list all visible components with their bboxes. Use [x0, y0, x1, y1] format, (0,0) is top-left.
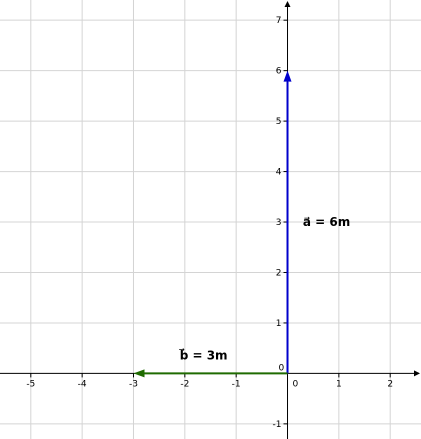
origin-label: 0: [293, 379, 299, 389]
x-tick-label: -3: [129, 379, 138, 389]
x-tick-label: -2: [180, 379, 189, 389]
y-tick-label: -1: [273, 420, 282, 430]
y-tick-label: 4: [276, 168, 282, 178]
x-axis-arrowhead: [414, 370, 420, 377]
x-tick-label: -5: [26, 379, 35, 389]
y-tick-label: 7: [276, 16, 282, 26]
x-tick-label: 1: [336, 379, 342, 389]
y-tick-label: 2: [276, 268, 282, 278]
vector-b: b⃗ = 3m: [133, 349, 288, 378]
y-zero-label: 0: [279, 363, 285, 373]
vector-b-label: b⃗ = 3m: [179, 349, 228, 363]
x-tick-label: -4: [78, 379, 87, 389]
y-tick-label: 1: [276, 319, 282, 329]
y-axis-arrowhead: [284, 1, 291, 7]
y-tick-label: 6: [276, 67, 282, 77]
vector-b-arrowhead: [133, 369, 145, 378]
axis-ticks: -5 -4 -3 -2 -1 1 2 -1 1 2 3 4 5 6 7: [26, 16, 393, 430]
vector-a: a⃗ = 6m: [283, 70, 350, 374]
vector-a-label: a⃗ = 6m: [303, 215, 350, 229]
x-tick-label: -1: [232, 379, 241, 389]
vector-a-arrowhead: [283, 70, 292, 82]
x-tick-label: 2: [387, 379, 393, 389]
y-tick-label: 3: [276, 218, 282, 228]
y-tick-label: 5: [276, 117, 282, 127]
